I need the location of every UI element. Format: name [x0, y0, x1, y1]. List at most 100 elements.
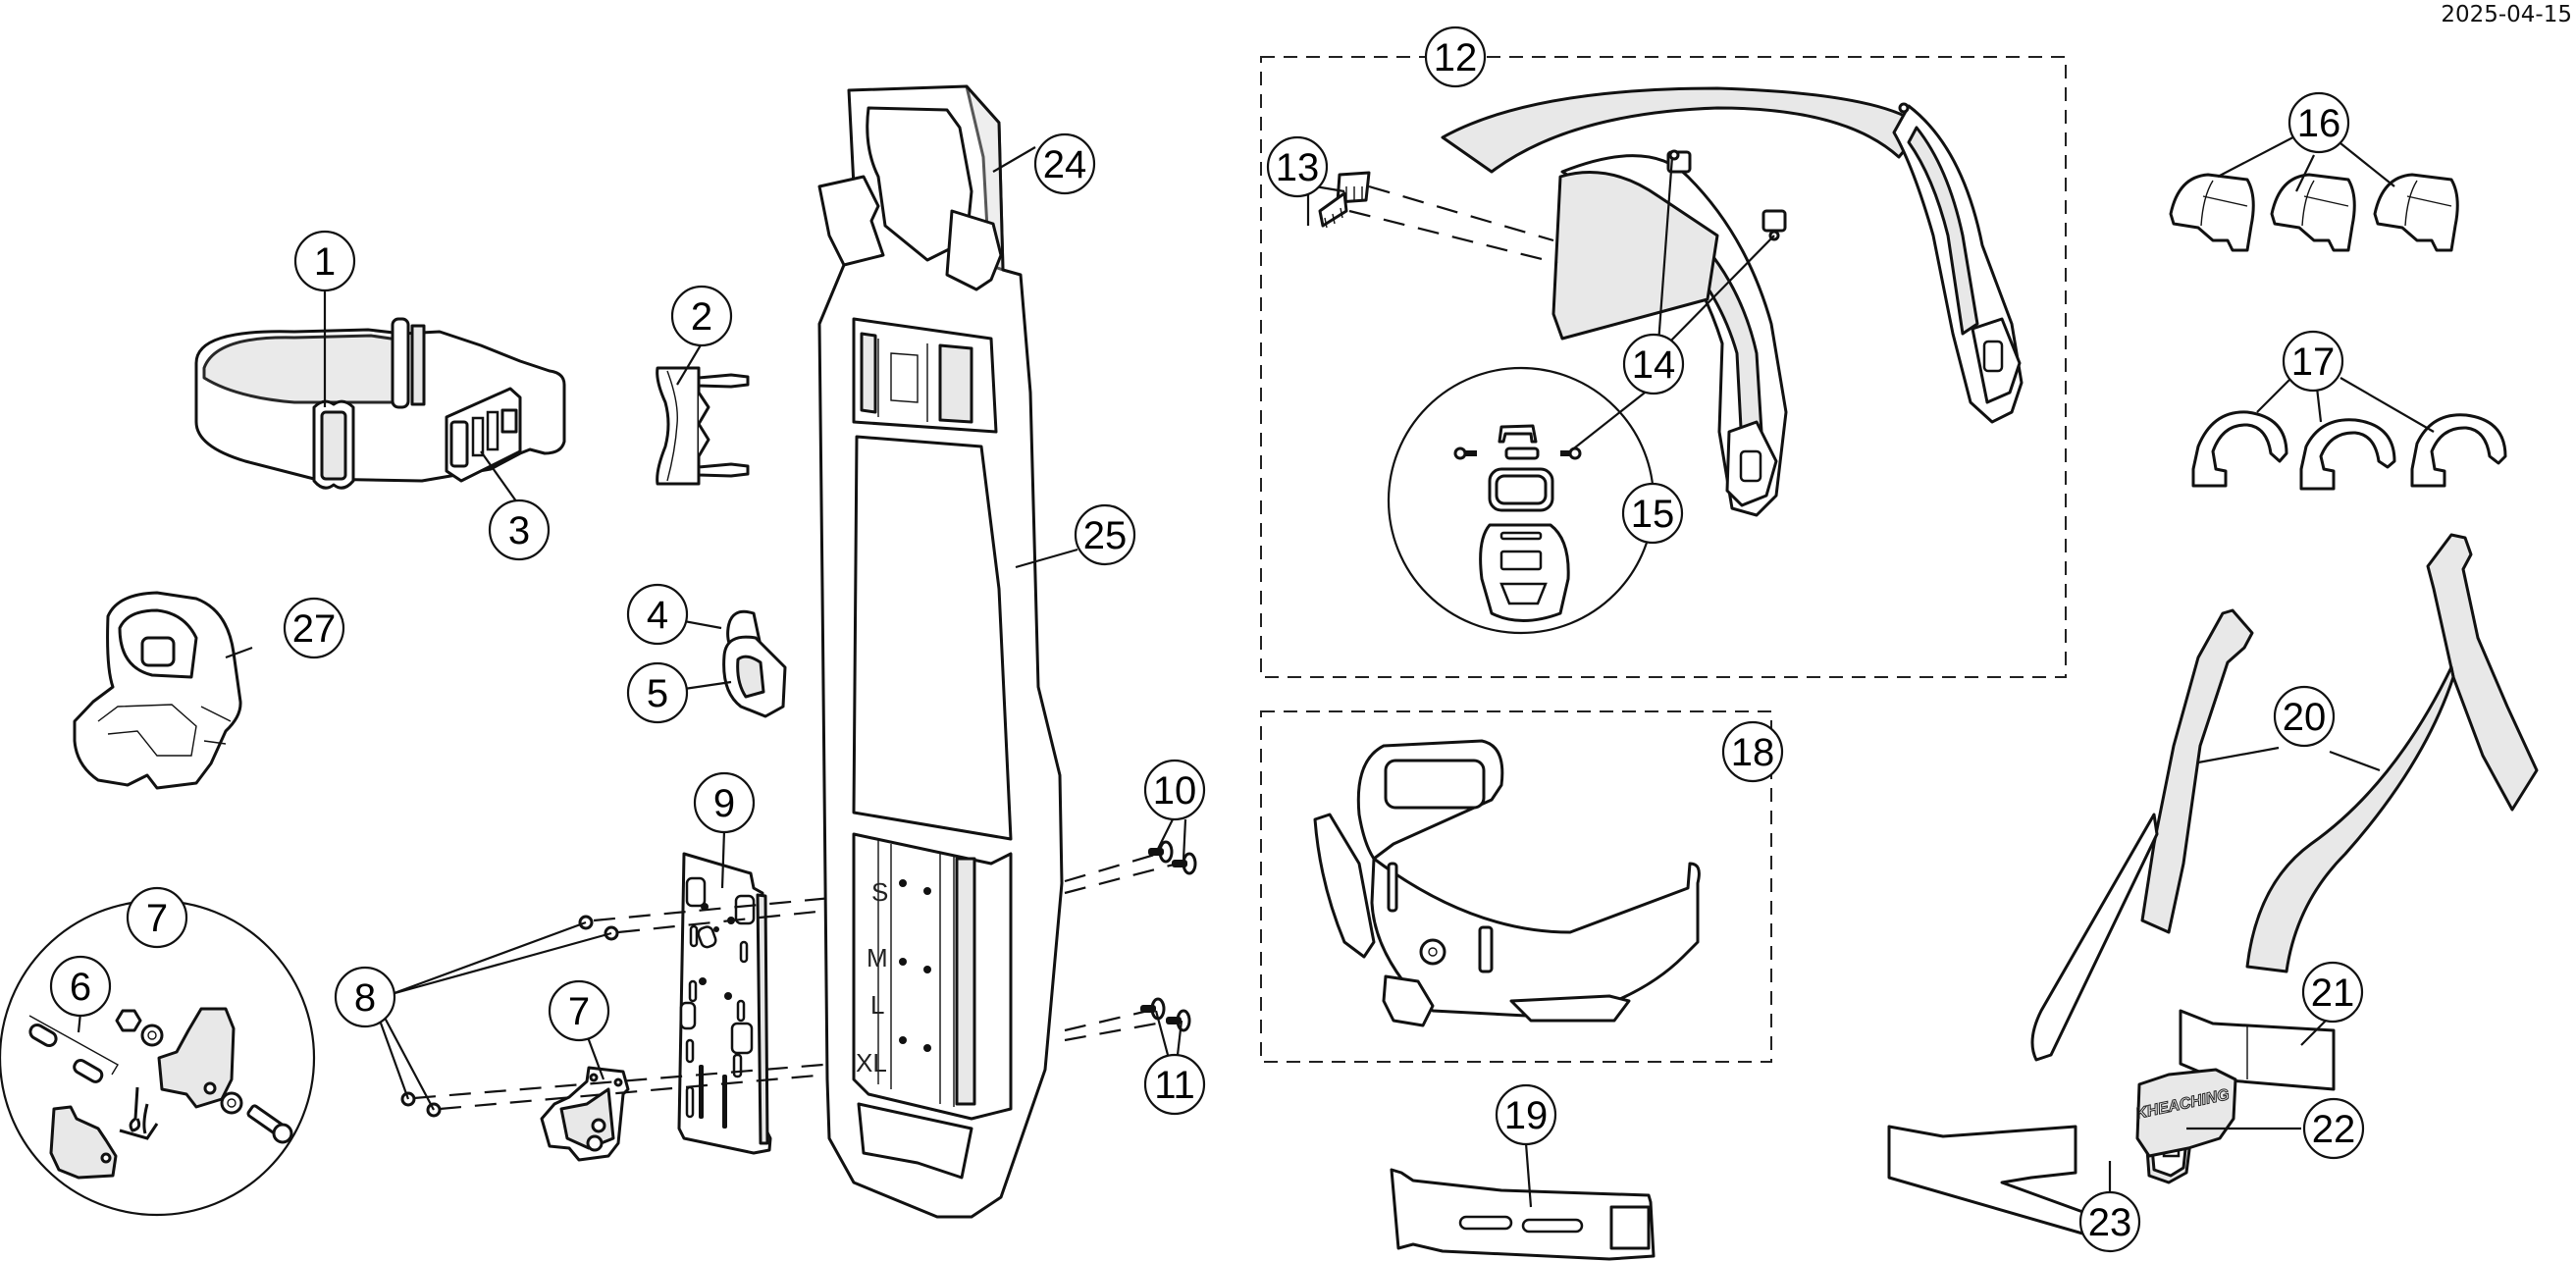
callout-circle [293, 230, 356, 292]
callout-circle [1495, 1083, 1557, 1146]
callout-1: 1 [293, 230, 356, 292]
callout-circle [626, 583, 689, 646]
size-mark-l: L [870, 990, 884, 1020]
callout-label: 10 [1153, 769, 1197, 813]
part-wedge-clip [656, 366, 750, 486]
callout-label: 6 [70, 966, 91, 1009]
callout-label: 22 [2312, 1108, 2356, 1151]
callout-circle [2273, 685, 2336, 748]
callout-circle [2287, 91, 2350, 154]
callout-circle [1721, 720, 1784, 783]
callout-7b: 7 [548, 979, 610, 1042]
callout-22: 22 [2302, 1097, 2365, 1160]
callout-circle [1621, 482, 1684, 545]
callout-circle [49, 955, 112, 1018]
callout-circle [2282, 330, 2344, 393]
callout-27: 27 [283, 597, 345, 659]
callout-circle [2302, 1097, 2365, 1160]
assembly-frame-12 [1260, 56, 2067, 678]
callout-circle [2301, 961, 2364, 1024]
callout-circle [1074, 503, 1136, 566]
callout-label: 3 [508, 509, 530, 552]
callout-label: 5 [647, 672, 668, 715]
callout-12: 12 [1424, 26, 1487, 88]
callout-24: 24 [1033, 132, 1096, 195]
part-harness-cradle [1313, 739, 1701, 1027]
callout-label: 14 [1632, 343, 1676, 387]
alignment-lines [413, 852, 1179, 1111]
callout-label: 17 [2291, 341, 2336, 384]
assembly-frame-18 [1260, 710, 1772, 1063]
callout-circle [626, 661, 689, 724]
callout-label: 27 [292, 607, 337, 651]
part-belt-buckle: KHEACHING [1887, 1009, 2336, 1243]
callout-circle [670, 285, 733, 347]
part-headband [1441, 86, 2024, 517]
callout-label: 8 [354, 976, 376, 1020]
callout-8: 8 [334, 966, 396, 1028]
callout-label: 1 [314, 240, 336, 284]
callout-circle [488, 499, 551, 561]
callout-circle [334, 966, 396, 1028]
callout-circle [283, 597, 345, 659]
callout-label: 2 [691, 295, 712, 339]
callout-label: 20 [2283, 696, 2327, 739]
part-waist-strap [194, 317, 566, 490]
callout-10: 10 [1143, 759, 1206, 821]
leader-lines [77, 129, 2435, 1208]
callout-circle [1143, 759, 1206, 821]
size-mark-m: M [867, 943, 888, 972]
callout-4: 4 [626, 583, 689, 646]
callout-23: 23 [2078, 1190, 2141, 1253]
callout-circle [1266, 135, 1329, 198]
part-holster-mount [73, 591, 242, 790]
callout-label: 9 [713, 782, 735, 825]
callout-17: 17 [2282, 330, 2344, 393]
callout-label: 24 [1043, 143, 1087, 186]
document-date: 2025-04-15 [2441, 2, 2572, 27]
part-clip-cap [722, 609, 787, 718]
part-shoulder-straps [2030, 533, 2539, 1062]
callout-label: 12 [1434, 36, 1478, 79]
part-comb-clips [1318, 171, 1558, 265]
callout-label: 23 [2088, 1201, 2132, 1244]
callout-label: 16 [2297, 102, 2341, 145]
callout-6: 6 [49, 955, 112, 1018]
callout-13: 13 [1266, 135, 1329, 198]
callout-label: 11 [1154, 1064, 1195, 1107]
callout-label: 25 [1083, 514, 1128, 557]
part-hook-clips [2191, 410, 2507, 491]
part-hose-clips [2169, 173, 2459, 252]
part-back-frame: S M L XL [817, 84, 1064, 1219]
callout-25: 25 [1074, 503, 1136, 566]
callout-circle [693, 771, 756, 834]
callout-circle [1033, 132, 1096, 195]
callout-circle [548, 979, 610, 1042]
callout-label: 7 [146, 897, 168, 940]
callout-circle [1622, 333, 1685, 395]
callout-20: 20 [2273, 685, 2336, 748]
callout-16: 16 [2287, 91, 2350, 154]
part-latch [540, 1066, 630, 1162]
detail-circle-15 [1387, 366, 1656, 635]
callout-circle [1143, 1053, 1206, 1116]
part-pad-strip [1390, 1168, 1656, 1261]
callout-label: 18 [1731, 731, 1775, 774]
size-mark-xl: XL [856, 1048, 887, 1077]
callout-21: 21 [2301, 961, 2364, 1024]
callout-11: 11 [1143, 1053, 1206, 1116]
callout-15: 15 [1621, 482, 1684, 545]
callout-label: 4 [647, 594, 668, 637]
part-pins [28, 1015, 119, 1083]
callout-2: 2 [670, 285, 733, 347]
callout-14: 14 [1622, 333, 1685, 395]
callout-circle [126, 886, 188, 949]
callout-7a: 7 [126, 886, 188, 949]
callout-9: 9 [693, 771, 756, 834]
size-mark-s: S [871, 877, 888, 907]
callout-label: 19 [1504, 1094, 1549, 1137]
callout-label: 15 [1631, 493, 1675, 536]
callout-circle [2078, 1190, 2141, 1253]
